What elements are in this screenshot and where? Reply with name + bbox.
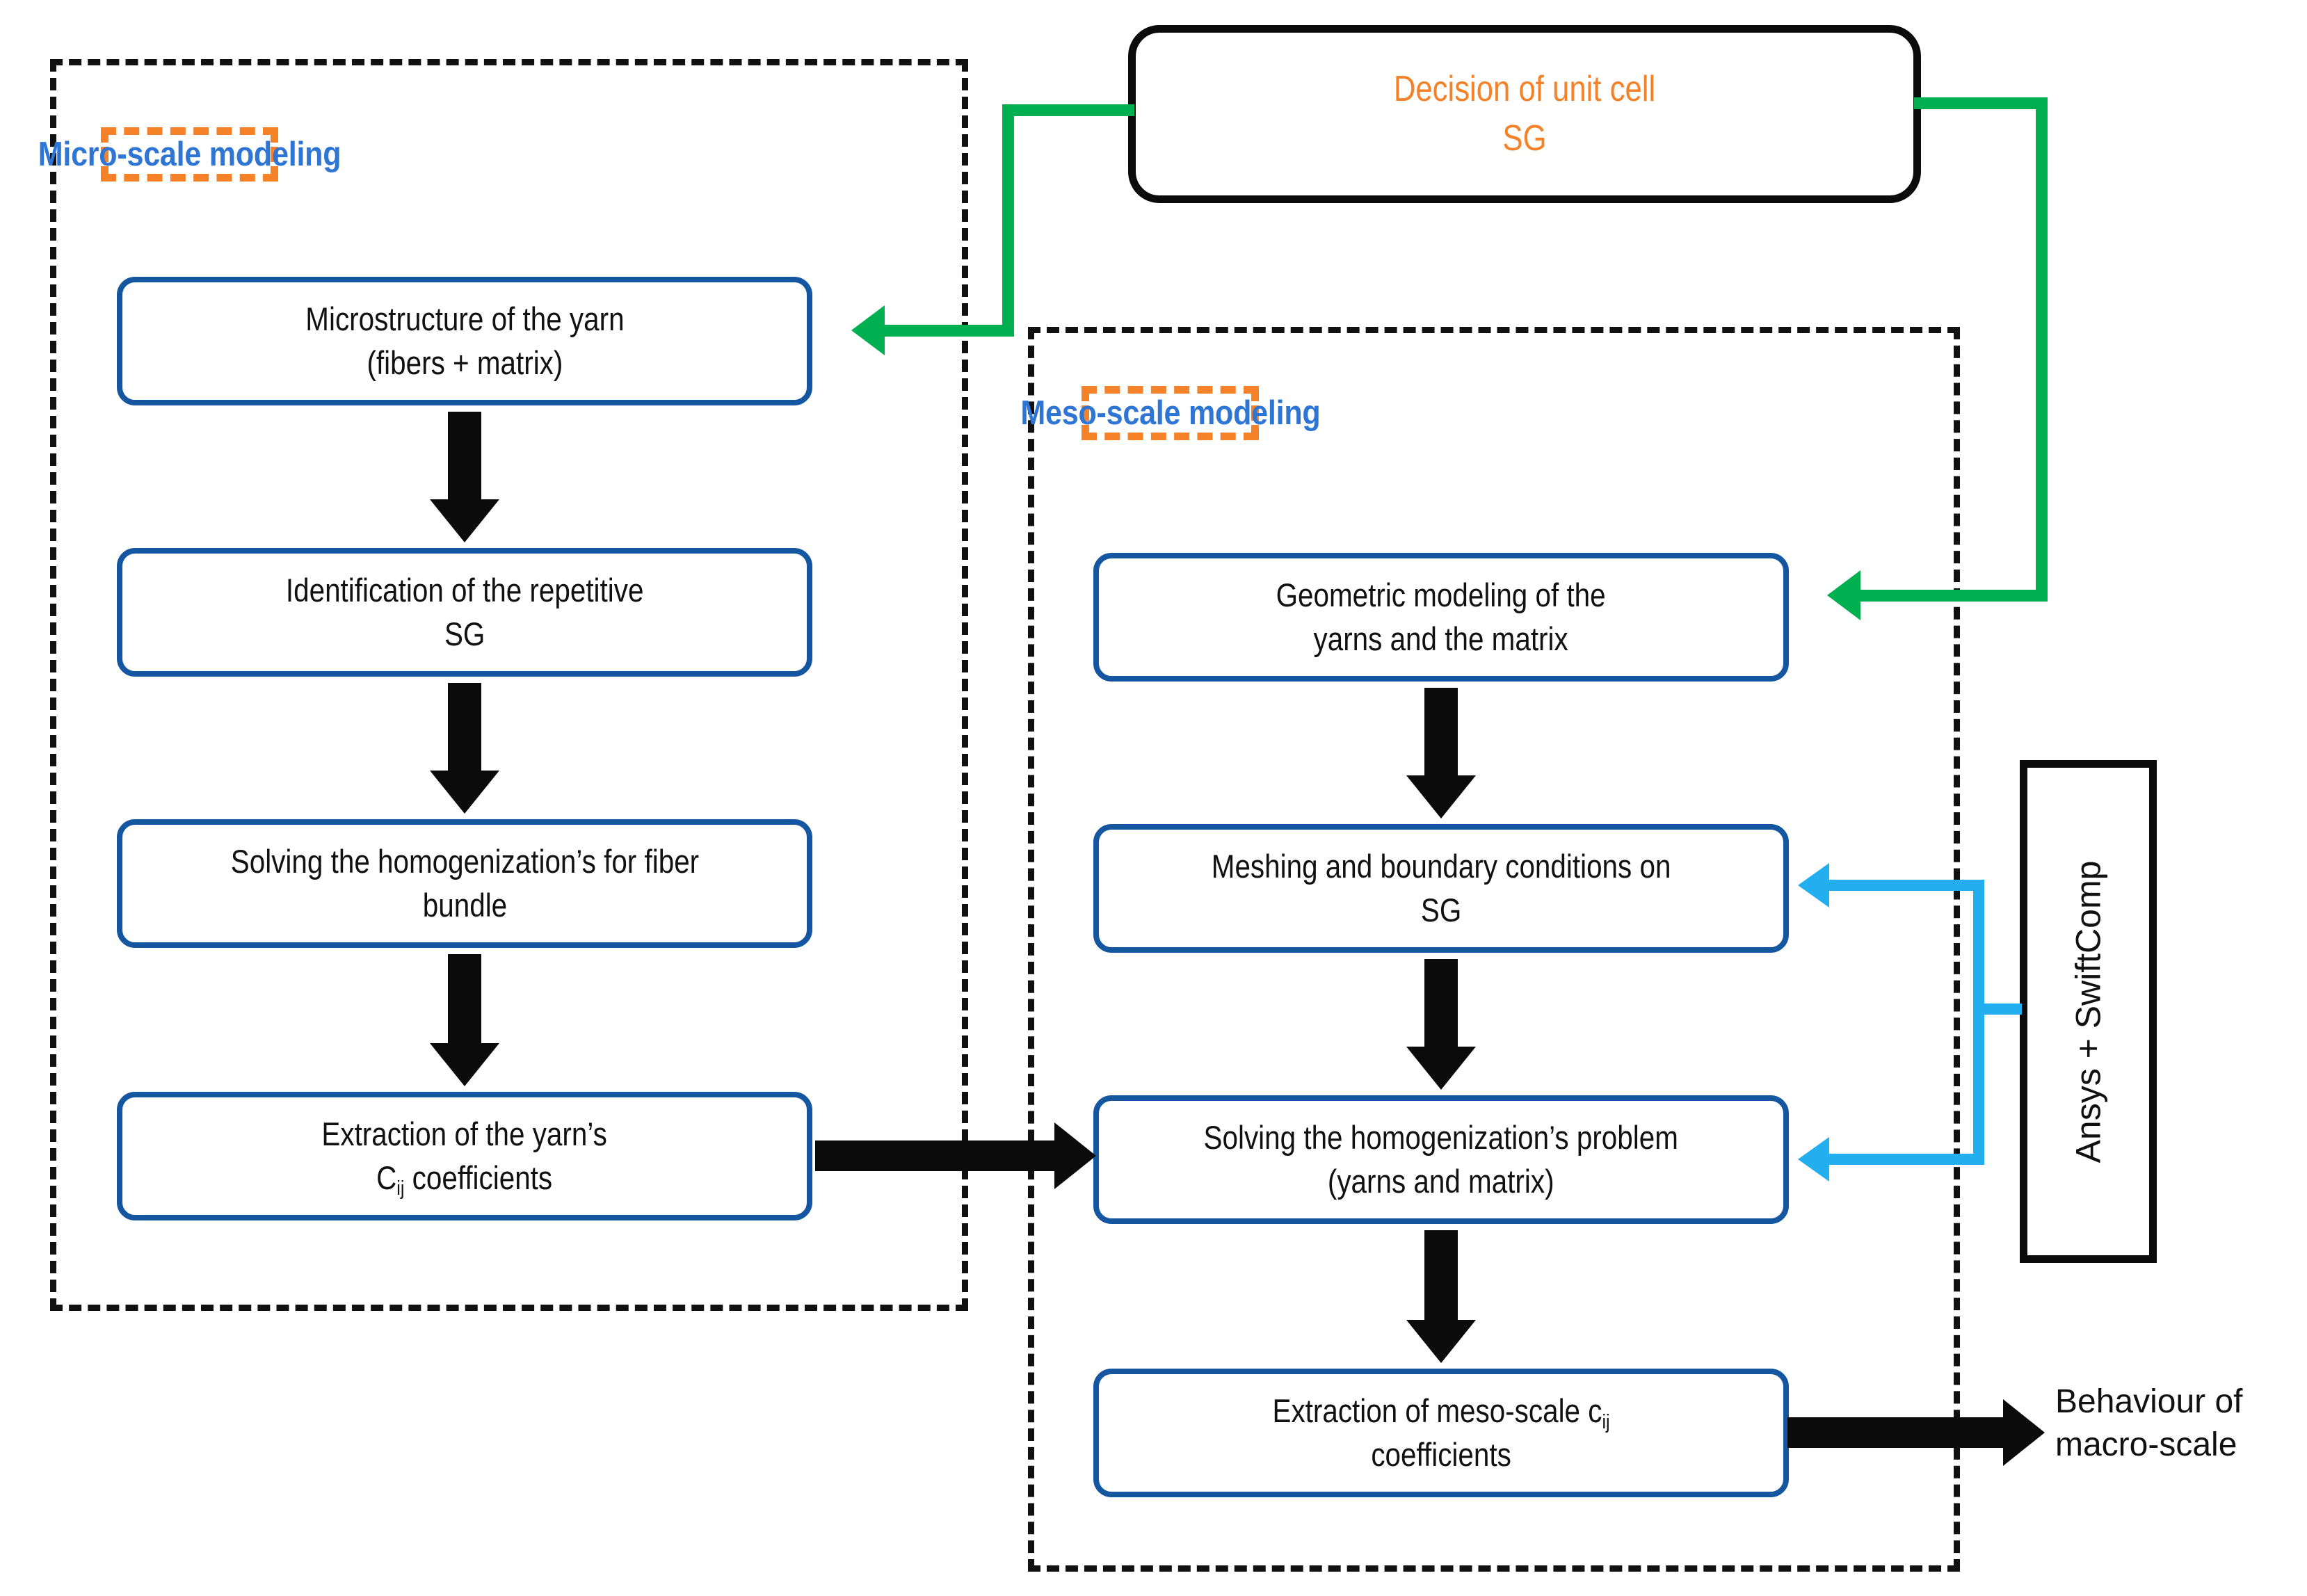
arrow-shaft bbox=[1424, 688, 1458, 775]
tool-box-label: Ansys + SwiftComp bbox=[2068, 860, 2108, 1163]
process-label-meso-extract: Extraction of meso-scale cij coefficients bbox=[1272, 1389, 1609, 1476]
arrow-micro-solve-to-extract bbox=[430, 954, 499, 1086]
arrow-meso-extract-to-macro bbox=[1787, 1399, 2045, 1466]
macro-scale-output-label: Behaviour of macro-scale bbox=[2055, 1383, 2243, 1464]
tool-box-ansys-swiftcomp[interactable]: Ansys + SwiftComp bbox=[2020, 760, 2157, 1263]
arrow-head-right-icon bbox=[2003, 1399, 2045, 1466]
connector-arrow-head-left-icon bbox=[1798, 863, 1829, 908]
arrow-shaft bbox=[815, 1140, 1057, 1171]
micro-extract-subscript: ij bbox=[396, 1177, 405, 1200]
process-box-micro-solve[interactable]: Solving the homogenization’s for fiber b… bbox=[117, 819, 812, 948]
connector-segment-horizontal bbox=[1829, 1154, 1984, 1165]
arrow-shaft bbox=[448, 954, 481, 1043]
connector-segment-horizontal bbox=[1973, 1003, 2022, 1015]
arrow-shaft bbox=[448, 683, 481, 771]
arrow-head-down-icon bbox=[430, 771, 499, 814]
arrow-micro-identify-to-solve bbox=[430, 683, 499, 814]
micro-extract-line1: Extraction of the yarn’s bbox=[321, 1115, 608, 1153]
arrow-meso-mesh-to-solve bbox=[1406, 959, 1476, 1090]
connector-arrow-head-left-icon bbox=[851, 305, 885, 355]
process-box-meso-geometry[interactable]: Geometric modeling of the yarns and the … bbox=[1093, 553, 1789, 682]
micro-extract-coefficients: coefficients bbox=[404, 1159, 553, 1196]
arrow-meso-geometry-to-mesh bbox=[1406, 688, 1476, 819]
arrow-head-down-icon bbox=[430, 1043, 499, 1086]
arrow-head-down-icon bbox=[430, 499, 499, 542]
connector-segment-vertical bbox=[1002, 104, 1014, 337]
arrow-shaft bbox=[1787, 1417, 2004, 1448]
connector-segment-horizontal bbox=[1860, 590, 2048, 602]
micro-extract-c: C bbox=[376, 1159, 397, 1196]
process-label-micro-structure: Microstructure of the yarn (fibers + mat… bbox=[305, 300, 625, 381]
arrow-head-right-icon bbox=[1054, 1122, 1096, 1189]
process-label-meso-geometry: Geometric modeling of the yarns and the … bbox=[1276, 577, 1607, 657]
process-label-meso-solve: Solving the homogenization’s problem (ya… bbox=[1203, 1119, 1679, 1200]
arrow-micro-structure-to-identify bbox=[430, 412, 499, 542]
arrow-micro-extract-to-meso-solve bbox=[815, 1122, 1096, 1189]
meso-extract-subscript: ij bbox=[1602, 1410, 1610, 1433]
process-box-micro-structure[interactable]: Microstructure of the yarn (fibers + mat… bbox=[117, 277, 812, 405]
meso-extract-line2: coefficients bbox=[1371, 1435, 1511, 1473]
process-label-micro-identify: Identification of the repetitive SG bbox=[285, 572, 644, 652]
process-label-meso-mesh: Meshing and boundary conditions on SG bbox=[1211, 848, 1671, 928]
meso-extract-line1: Extraction of meso-scale c bbox=[1272, 1392, 1602, 1430]
meso-extract-line2-holder: coefficients bbox=[1371, 1436, 1511, 1473]
connector-segment-vertical bbox=[1973, 880, 1984, 1165]
arrow-meso-solve-to-extract bbox=[1406, 1230, 1476, 1363]
connector-arrow-head-left-icon bbox=[1798, 1137, 1829, 1182]
process-label-micro-solve: Solving the homogenization’s for fiber b… bbox=[230, 843, 699, 924]
meso-scale-region bbox=[1028, 327, 1960, 1572]
connector-segment-horizontal bbox=[885, 325, 1014, 337]
process-box-meso-extract[interactable]: Extraction of meso-scale cij coefficients bbox=[1093, 1369, 1789, 1497]
arrow-head-down-icon bbox=[1406, 1047, 1476, 1090]
arrow-shaft bbox=[1424, 959, 1458, 1047]
micro-scale-tag-label: Micro-scale modeling bbox=[38, 136, 341, 173]
meso-scale-tag: Meso-scale modeling bbox=[1020, 386, 1320, 440]
process-box-micro-identify[interactable]: Identification of the repetitive SG bbox=[117, 548, 812, 677]
connector-segment-horizontal bbox=[1002, 104, 1134, 116]
connector-segment-horizontal bbox=[1914, 97, 2048, 109]
connector-arrow-head-left-icon bbox=[1827, 570, 1860, 620]
connector-segment-vertical bbox=[2036, 97, 2048, 602]
decision-unit-cell-box[interactable]: Decision of unit cell SG bbox=[1128, 25, 1921, 203]
arrow-shaft bbox=[1424, 1230, 1458, 1320]
arrow-head-down-icon bbox=[1406, 775, 1476, 819]
micro-scale-region bbox=[50, 59, 968, 1311]
micro-scale-tag: Micro-scale modeling bbox=[38, 127, 341, 182]
arrow-head-down-icon bbox=[1406, 1320, 1476, 1363]
meso-scale-tag-label: Meso-scale modeling bbox=[1020, 394, 1321, 432]
decision-unit-cell-label: Decision of unit cell SG bbox=[1393, 69, 1656, 159]
process-box-meso-solve[interactable]: Solving the homogenization’s problem (ya… bbox=[1093, 1095, 1789, 1224]
process-box-meso-mesh[interactable]: Meshing and boundary conditions on SG bbox=[1093, 824, 1789, 953]
arrow-shaft bbox=[448, 412, 481, 499]
connector-segment-horizontal bbox=[1829, 880, 1984, 891]
